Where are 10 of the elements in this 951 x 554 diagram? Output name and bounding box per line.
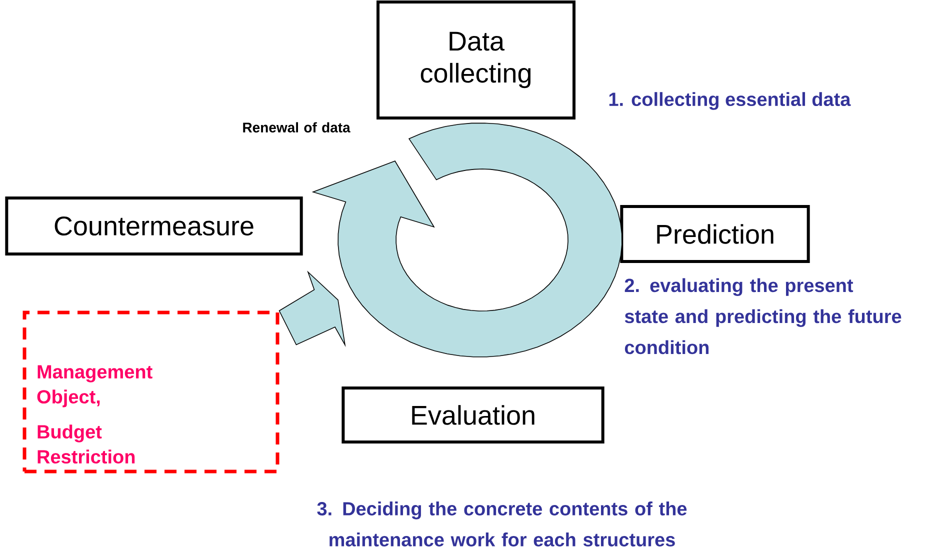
process-box: Data collecting (376, 0, 576, 120)
block-arrow (278, 270, 346, 348)
process-box: Countermeasure (5, 196, 303, 256)
process-box: Prediction (620, 205, 810, 263)
step-text: 1. collecting essential data (609, 92, 851, 110)
dashed-box: Management Object, Budget Restriction (22, 310, 280, 474)
process-box: Evaluation (342, 386, 604, 444)
step-text: 3. Deciding the concrete contents of the maintenance work for each structures (317, 502, 687, 546)
step-text: 2. evaluating the present state and predicting the future condition (624, 278, 902, 354)
annotation: Renewal of data (243, 122, 350, 132)
